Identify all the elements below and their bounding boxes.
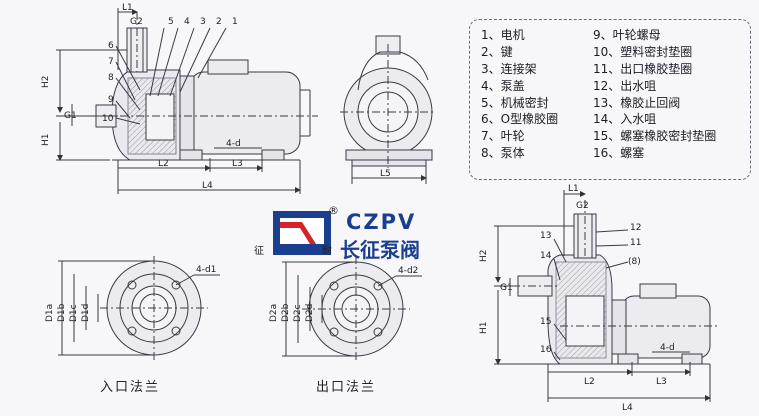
dim-d1b: D1b <box>57 303 67 322</box>
dim-g2-side: G2 <box>576 201 589 211</box>
inlet-flange-view <box>58 256 220 360</box>
dim-d2c: D2c <box>293 304 303 322</box>
part-4: 4 <box>184 17 190 27</box>
top-elevation-view <box>56 8 318 194</box>
dim-h2-side: H2 <box>479 250 489 263</box>
part-8: 8 <box>108 73 114 83</box>
legend-item: 8、泵体 <box>481 146 525 161</box>
dim-l1-side: L1 <box>568 184 579 194</box>
dim-l3-side: L3 <box>656 377 667 387</box>
part-3: 3 <box>200 17 206 27</box>
part-13: 13 <box>540 231 551 241</box>
part-14: 14 <box>540 251 552 261</box>
registered-mark: ® <box>328 204 339 217</box>
legend-item: 2、键 <box>481 44 513 59</box>
legend-item: 3、连接架 <box>481 61 537 76</box>
dim-bolt-inlet: 4-d1 <box>196 265 216 275</box>
part-5: 5 <box>168 17 174 27</box>
legend-item: 6、O型橡胶圈 <box>481 112 559 127</box>
part-9: 9 <box>108 95 114 105</box>
legend-item: 13、橡胶止回阀 <box>593 95 681 110</box>
legend-item: 14、入水咀 <box>593 112 657 127</box>
legend-item: 11、出口橡胶垫圈 <box>593 61 693 76</box>
brand-logo: 征 耐 ® CZPV 长征泵阀 <box>254 204 462 262</box>
part-1: 1 <box>232 17 238 27</box>
legend-item: 5、机械密封 <box>481 95 549 110</box>
legend-col-right: 9、叶轮螺母 10、塑料密封垫圈 11、出口橡胶垫圈 12、出水咀 13、橡胶止… <box>593 27 716 162</box>
dim-d1a: D1a <box>45 304 55 322</box>
part-7: 7 <box>108 57 114 67</box>
part-11: 11 <box>630 238 641 248</box>
part-10: 10 <box>102 114 114 124</box>
dim-h2-top: H2 <box>41 76 51 89</box>
part-16: 16 <box>540 345 552 355</box>
dim-g1-top: G1 <box>64 111 77 121</box>
dim-bolt-side: 4-d <box>660 343 675 353</box>
legend-col-left: 1、电机 2、键 3、连接架 4、泵盖 5、机械密封 6、O型橡胶圈 7、叶轮 … <box>481 27 558 162</box>
part-12: 12 <box>630 223 641 233</box>
dim-l1-top: L1 <box>122 3 133 13</box>
dim-l5: L5 <box>380 169 391 179</box>
dim-d2d: D2d <box>305 304 315 322</box>
parts-legend: 1、电机 2、键 3、连接架 4、泵盖 5、机械密封 6、O型橡胶圈 7、叶轮 … <box>469 19 751 180</box>
dim-d2a: D2a <box>269 304 279 322</box>
logo-brand-chinese: 长征泵阀 <box>340 238 420 262</box>
legend-item: 12、出水咀 <box>593 78 657 93</box>
logo-brand-latin: CZPV <box>346 210 417 234</box>
inlet-flange-caption: 入口法兰 <box>100 380 161 395</box>
dim-l3-top: L3 <box>232 159 243 169</box>
legend-item: 1、电机 <box>481 28 525 42</box>
dim-h1-top: H1 <box>41 134 51 147</box>
legend-item: 4、泵盖 <box>481 78 525 93</box>
part-8-ref: (8) <box>628 257 641 267</box>
logo-char-right: 耐 <box>322 246 332 257</box>
part-6: 6 <box>108 41 114 51</box>
side-section-view <box>494 190 720 402</box>
dim-l4-side: L4 <box>622 403 633 413</box>
logo-char-left: 征 <box>254 246 264 257</box>
outlet-flange-caption: 出口法兰 <box>316 380 377 395</box>
part-15: 15 <box>540 317 551 327</box>
dim-l2-top: L2 <box>158 159 169 169</box>
dim-l4-top: L4 <box>202 181 213 191</box>
dim-g1-side: G1 <box>500 283 513 293</box>
part-2: 2 <box>216 17 222 27</box>
legend-item: 16、螺塞 <box>593 146 645 161</box>
dim-d1d: D1d <box>81 304 91 322</box>
dim-g2-top: G2 <box>130 17 143 27</box>
dim-bolt-outlet: 4-d2 <box>398 266 418 276</box>
legend-item: 10、塑料密封垫圈 <box>593 44 693 59</box>
legend-item: 9、叶轮螺母 <box>593 28 661 42</box>
dim-d2b: D2b <box>281 303 291 322</box>
legend-item: 15、螺塞橡胶密封垫圈 <box>593 129 717 144</box>
legend-item: 7、叶轮 <box>481 129 525 144</box>
dim-bolt-top: 4-d <box>226 139 241 149</box>
outlet-flange-view <box>282 256 422 362</box>
dim-d1c: D1c <box>69 304 79 322</box>
dim-l2-side: L2 <box>584 377 595 387</box>
end-view <box>340 35 436 184</box>
dim-h1-side: H1 <box>479 322 489 335</box>
logo-mark-icon <box>273 211 331 255</box>
